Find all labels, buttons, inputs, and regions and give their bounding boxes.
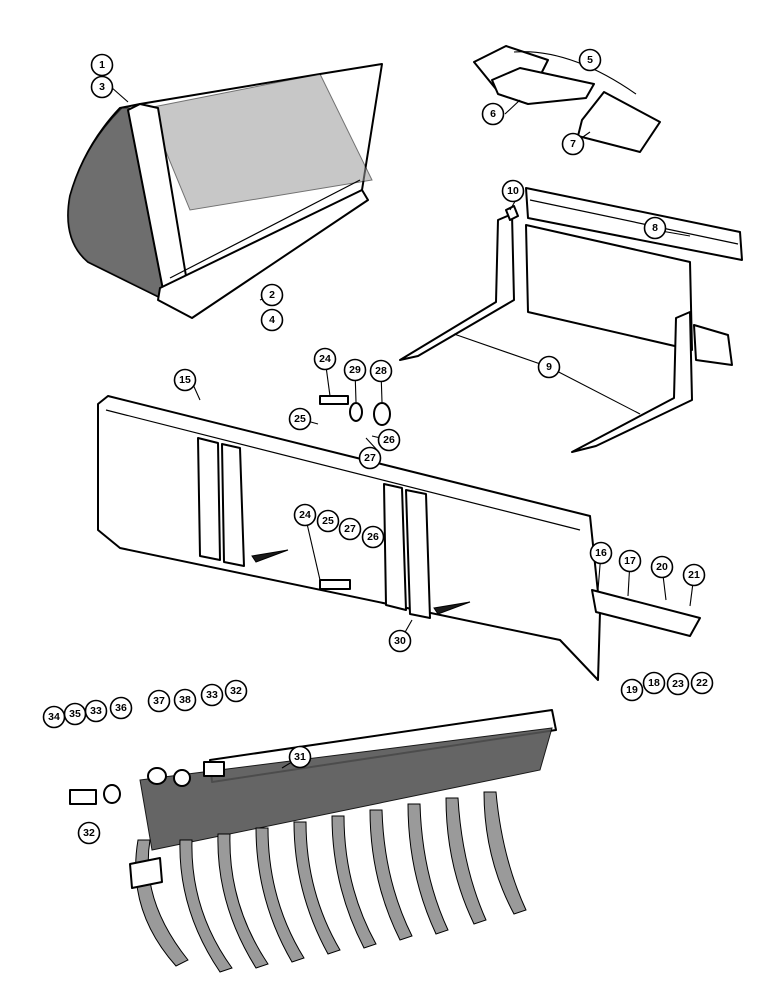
svg-text:24: 24 — [319, 353, 331, 365]
callout-4: 4 — [260, 308, 284, 332]
callout-32-lower: 32 — [77, 821, 101, 845]
callout-32-upper: 32 — [224, 679, 248, 703]
callout-26-lower: 26 — [361, 525, 385, 549]
svg-text:7: 7 — [570, 138, 576, 150]
svg-text:22: 22 — [696, 677, 708, 689]
callout-10: 10 — [501, 179, 525, 203]
callout-25-upper: 25 — [288, 407, 312, 431]
svg-text:21: 21 — [688, 569, 700, 581]
svg-text:31: 31 — [294, 751, 306, 763]
callout-27-lower: 27 — [338, 517, 362, 541]
svg-text:8: 8 — [652, 222, 658, 234]
callout-26-upper: 26 — [377, 428, 401, 452]
callout-38: 38 — [173, 688, 197, 712]
loader-bucket — [67, 63, 383, 319]
hardware — [69, 395, 391, 805]
svg-text:17: 17 — [624, 555, 636, 567]
callout-33-right: 33 — [200, 683, 224, 707]
callout-21: 21 — [682, 563, 706, 587]
svg-text:9: 9 — [546, 361, 552, 373]
pin-24-upper — [319, 395, 349, 405]
svg-text:38: 38 — [179, 694, 191, 706]
callout-22: 22 — [690, 671, 714, 695]
callout-25-lower: 25 — [316, 509, 340, 533]
svg-text:32: 32 — [230, 685, 242, 697]
svg-text:25: 25 — [294, 413, 306, 425]
washer-36 — [103, 784, 121, 804]
callout-9: 9 — [537, 355, 561, 379]
washer-38 — [173, 769, 191, 787]
svg-text:25: 25 — [322, 515, 334, 527]
pin-32-upper — [203, 761, 225, 777]
svg-text:2: 2 — [269, 289, 275, 301]
svg-text:29: 29 — [349, 364, 361, 376]
svg-text:35: 35 — [69, 708, 81, 720]
svg-text:32: 32 — [83, 827, 95, 839]
callout-2: 2 — [260, 283, 284, 307]
callout-24-lower: 24 — [293, 503, 317, 527]
svg-text:1: 1 — [99, 59, 105, 71]
callout-20: 20 — [650, 555, 674, 579]
svg-text:16: 16 — [595, 547, 607, 559]
callout-30: 30 — [388, 629, 412, 653]
pin-24-lower — [319, 579, 351, 590]
svg-text:26: 26 — [367, 531, 379, 543]
callout-36: 36 — [109, 696, 133, 720]
svg-text:5: 5 — [587, 54, 593, 66]
svg-text:28: 28 — [375, 365, 387, 377]
callout-15: 15 — [173, 368, 197, 392]
callout-28: 28 — [369, 359, 393, 383]
svg-text:3: 3 — [99, 81, 105, 93]
svg-text:36: 36 — [115, 702, 127, 714]
callout-33-left: 33 — [84, 699, 108, 723]
callout-1: 1 — [90, 53, 114, 77]
svg-text:27: 27 — [344, 523, 356, 535]
callout-24-upper: 24 — [313, 347, 337, 371]
svg-text:33: 33 — [90, 705, 102, 717]
svg-text:24: 24 — [299, 509, 311, 521]
bucket-tooth-adapter — [473, 45, 661, 153]
svg-text:18: 18 — [648, 677, 660, 689]
callout-27-upper: 27 — [358, 446, 382, 470]
spacer-29 — [349, 402, 363, 422]
svg-text:26: 26 — [383, 434, 395, 446]
callout-group: 1 3 2 4 5 6 7 8 9 10 15 24 29 28 25 26 2… — [42, 48, 714, 845]
callout-37: 37 — [147, 689, 171, 713]
svg-text:6: 6 — [490, 108, 496, 120]
svg-text:15: 15 — [179, 374, 191, 386]
washer-37 — [147, 767, 167, 785]
callout-34: 34 — [42, 705, 66, 729]
svg-text:34: 34 — [48, 711, 60, 723]
svg-text:20: 20 — [656, 561, 668, 573]
callout-3: 3 — [90, 75, 114, 99]
callout-5: 5 — [578, 48, 602, 72]
svg-text:10: 10 — [507, 185, 519, 197]
svg-text:33: 33 — [206, 689, 218, 701]
pin-32-lower — [69, 789, 97, 805]
callout-29: 29 — [343, 358, 367, 382]
callout-18: 18 — [642, 671, 666, 695]
callout-23: 23 — [666, 672, 690, 696]
svg-text:27: 27 — [364, 452, 376, 464]
svg-text:30: 30 — [394, 635, 406, 647]
callout-6: 6 — [481, 102, 505, 126]
svg-text:37: 37 — [153, 695, 165, 707]
svg-text:19: 19 — [626, 684, 638, 696]
callout-35: 35 — [63, 702, 87, 726]
svg-text:23: 23 — [672, 678, 684, 690]
bushing-28 — [373, 402, 391, 426]
svg-text:4: 4 — [269, 314, 275, 326]
callout-31: 31 — [288, 745, 312, 769]
callout-7: 7 — [561, 132, 585, 156]
callout-17: 17 — [618, 549, 642, 573]
root-rake — [129, 709, 557, 973]
pallet-fork-carriage — [399, 187, 743, 453]
callout-19: 19 — [620, 678, 644, 702]
callout-8: 8 — [643, 216, 667, 240]
callout-16: 16 — [589, 541, 613, 565]
